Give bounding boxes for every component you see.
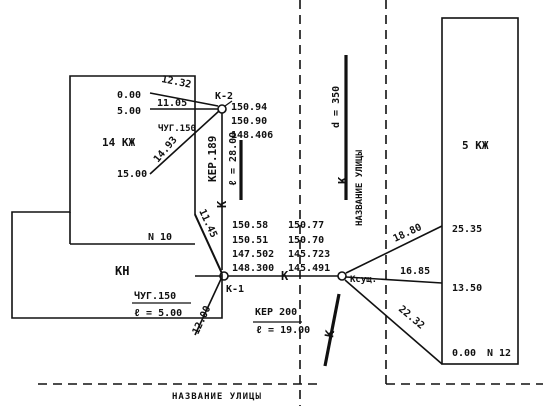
well-k1-level-3: 147.502 bbox=[232, 249, 274, 260]
well-existing-level-4: 145.491 bbox=[288, 263, 330, 274]
pipe-k1-ks-length: ℓ = 19.00 bbox=[256, 325, 310, 336]
distance-k2-5: 11.05 bbox=[157, 98, 187, 109]
well-existing-label: Ксущ. bbox=[350, 275, 377, 285]
pipe-note-material: ЧУГ.150 bbox=[134, 290, 176, 302]
main-sewer-lower bbox=[323, 293, 341, 367]
distance-k1-down: 12.00 bbox=[191, 304, 214, 336]
well-k1-level-4: 148.300 bbox=[232, 263, 274, 274]
sewer-mark-horizontal: К bbox=[281, 269, 289, 283]
well-existing-symbol bbox=[337, 271, 347, 281]
building-14kzh-name: 14 КЖ bbox=[102, 136, 135, 149]
street-name-vertical: НАЗВАНИЕ УЛИЦЫ bbox=[355, 150, 365, 226]
pipe-k2-k1-material: КЕР.189 bbox=[206, 136, 219, 182]
building-kn-name: КН bbox=[115, 264, 129, 278]
well-k1-level-2: 150.51 bbox=[232, 235, 268, 246]
well-k1-level-1: 150.58 bbox=[232, 220, 268, 231]
building-5kzh-name: 5 КЖ bbox=[462, 139, 489, 152]
pipe-k1-ks-material: КЕР 200 bbox=[255, 307, 297, 318]
sewer-mark-vertical: К bbox=[215, 200, 229, 208]
building-14kzh-number: N 10 bbox=[148, 232, 172, 243]
sewer-mark-main-upper: К bbox=[336, 176, 350, 184]
main-sewer-diameter: d = 350 bbox=[331, 86, 342, 128]
well-existing-level-3: 145.723 bbox=[288, 249, 330, 260]
building-5kzh-number: N 12 bbox=[487, 348, 511, 359]
connection-k1-down bbox=[194, 278, 222, 336]
distance-ks-25: 18.80 bbox=[392, 222, 424, 245]
pipe-k2-k1-length: ℓ = 28.00 bbox=[228, 132, 239, 186]
well-k2-level-1: 150.94 bbox=[231, 102, 267, 113]
well-k2-level-leader bbox=[224, 100, 233, 107]
street-name-bottom: НАЗВАНИЕ УЛИЦЫ bbox=[172, 392, 262, 402]
well-k2-symbol bbox=[217, 104, 227, 114]
pipe-note-cast-iron-150: ЧУГ.150 bbox=[158, 124, 196, 134]
well-k2-level-3: 148.406 bbox=[231, 130, 273, 141]
connection-k2-0 bbox=[149, 92, 219, 107]
pipe-note-length: ℓ = 5.00 bbox=[134, 308, 182, 319]
connection-k2-15 bbox=[149, 110, 220, 175]
distance-ks-13: 16.85 bbox=[400, 266, 430, 277]
building-14kzh-outline bbox=[11, 75, 223, 319]
connection-ks-25 bbox=[345, 225, 443, 274]
connection-ks-0 bbox=[344, 279, 443, 365]
elevation-13-50: 13.50 bbox=[452, 283, 482, 294]
connection-k1-up bbox=[194, 213, 223, 274]
well-existing-level-2: 150.70 bbox=[288, 235, 324, 246]
building-5kzh-outline bbox=[441, 17, 519, 365]
well-k1-label: К-1 bbox=[226, 284, 244, 295]
well-existing-level-1: 150.77 bbox=[288, 220, 324, 231]
well-k2-level-2: 150.90 bbox=[231, 116, 267, 127]
well-k2-label: К-2 bbox=[215, 91, 233, 102]
sewer-mark-main-lower: К bbox=[322, 328, 337, 338]
elevation-0: 0.00 bbox=[117, 90, 141, 101]
elevation-5: 5.00 bbox=[117, 106, 141, 117]
elevation-25-35: 25.35 bbox=[452, 224, 482, 235]
elevation-0-00: 0.00 bbox=[452, 348, 476, 359]
connection-ks-13 bbox=[345, 276, 443, 284]
elevation-15: 15.00 bbox=[117, 169, 147, 180]
